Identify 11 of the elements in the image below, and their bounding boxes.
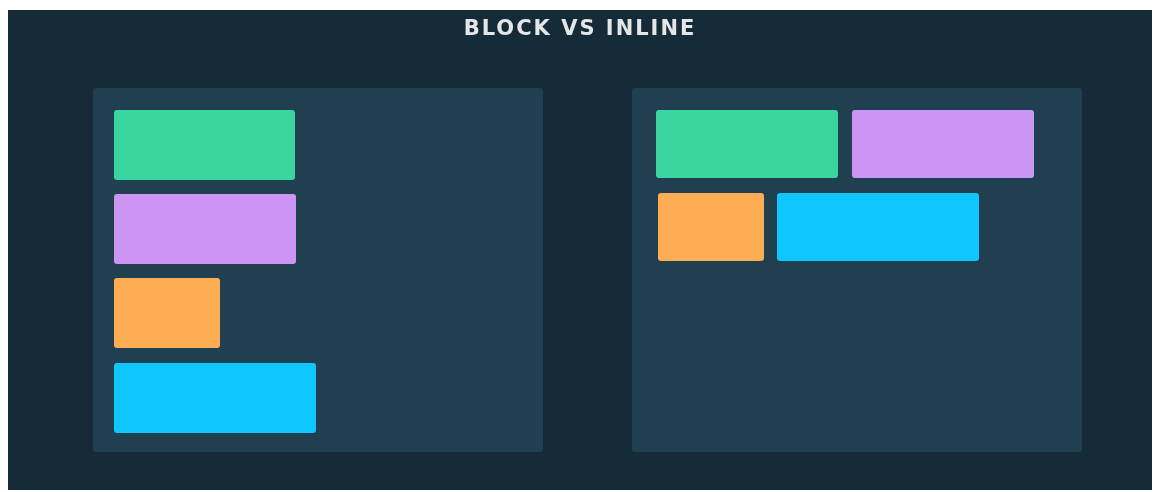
inline-element <box>777 193 979 261</box>
inline-element <box>852 110 1034 178</box>
block-element <box>114 363 316 433</box>
inline-panel <box>632 88 1082 452</box>
inline-element <box>656 110 838 178</box>
block-panel <box>93 88 543 452</box>
block-element <box>114 278 220 348</box>
block-element <box>114 110 295 180</box>
diagram-title: BLOCK VS INLINE <box>462 16 698 40</box>
inline-element <box>658 193 764 261</box>
block-element <box>114 194 296 264</box>
